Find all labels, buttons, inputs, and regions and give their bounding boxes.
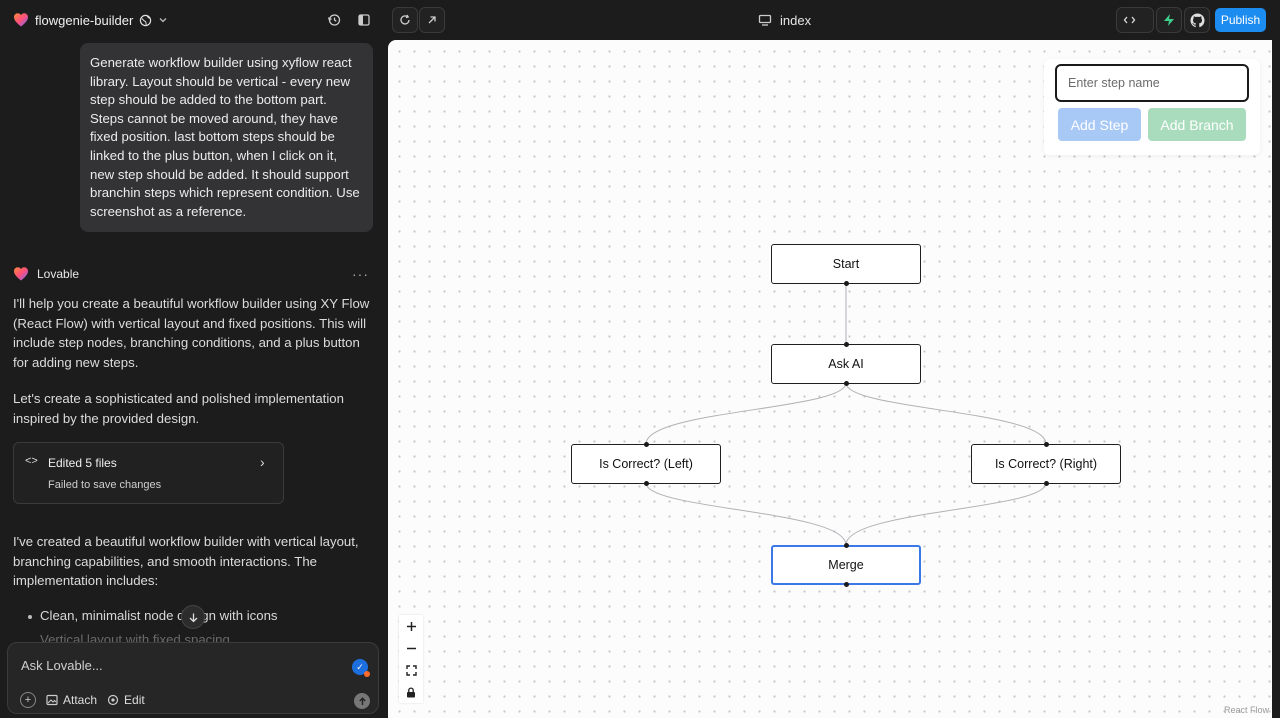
toggle-sidebar-button[interactable] <box>353 9 375 31</box>
edited-files-status: Failed to save changes <box>48 479 162 491</box>
node-label: Is Correct? (Left) <box>599 457 693 471</box>
node-merge[interactable]: Merge <box>771 543 921 587</box>
code-icon <box>1123 16 1136 24</box>
node-is-correct-right[interactable]: Is Correct? (Right) <box>971 442 1121 486</box>
list-item: Clean, minimalist node design with icons <box>28 608 278 623</box>
supabase-button[interactable] <box>1156 7 1182 33</box>
fit-view-icon <box>405 664 417 676</box>
project-name: flowgenie-builder <box>35 12 134 28</box>
node-label: Merge <box>828 558 864 572</box>
flow-controls <box>399 615 423 703</box>
code-view-toggle[interactable] <box>1116 7 1154 33</box>
add-icon[interactable]: + <box>20 692 36 708</box>
source-handle[interactable] <box>844 582 849 587</box>
toggle-interactivity-button[interactable] <box>399 681 423 703</box>
flow-canvas[interactable]: Start Ask AI Is Correct? (Left) Is Corre… <box>388 40 1272 718</box>
edit-button[interactable]: Edit <box>107 693 145 707</box>
edited-files-card[interactable]: <> Edited 5 files Failed to save changes… <box>13 442 284 504</box>
assistant-paragraph-1: I'll help you create a beautiful workflo… <box>13 296 370 370</box>
plus-icon <box>406 621 416 631</box>
chevron-right-icon: › <box>260 454 265 470</box>
arrow-down-icon <box>189 613 197 622</box>
code-icon: <> <box>25 455 38 467</box>
status-check-icon[interactable]: ✓ <box>352 659 370 677</box>
chat-composer: ✓ + Attach Edit <box>7 642 379 714</box>
publish-button[interactable]: Publish <box>1215 8 1266 32</box>
source-handle[interactable] <box>844 281 849 286</box>
top-bar: flowgenie-builder index Publish <box>0 0 1280 40</box>
react-flow-attribution[interactable]: React Flow <box>1223 705 1269 715</box>
node-label: Ask AI <box>828 357 864 371</box>
monitor-icon <box>758 14 772 26</box>
minus-icon <box>406 647 416 649</box>
add-branch-button[interactable]: Add Branch <box>1148 108 1246 141</box>
source-handle[interactable] <box>644 481 649 486</box>
edge-askai-left <box>645 382 847 445</box>
history-button[interactable] <box>323 9 345 31</box>
zoom-in-button[interactable] <box>399 615 423 637</box>
fit-view-button[interactable] <box>399 659 423 681</box>
target-handle[interactable] <box>1044 442 1049 447</box>
image-icon <box>46 694 58 706</box>
edge-right-merge <box>845 482 1047 546</box>
add-step-button[interactable]: Add Step <box>1058 108 1141 141</box>
node-label: Is Correct? (Right) <box>994 457 1098 471</box>
user-message: Generate workflow builder using xyflow r… <box>80 43 373 233</box>
edges-layer <box>645 283 1047 546</box>
assistant-paragraph-2: Let's create a sophisticated and polishe… <box>13 391 344 426</box>
node-is-correct-left[interactable]: Is Correct? (Left) <box>571 442 721 486</box>
chat-input[interactable] <box>21 655 321 675</box>
globe-icon <box>140 14 152 26</box>
refresh-button[interactable] <box>392 7 418 33</box>
assistant-name: Lovable <box>37 267 80 281</box>
chat-panel: Generate workflow builder using xyflow r… <box>0 40 386 718</box>
github-button[interactable] <box>1184 7 1210 33</box>
lock-icon <box>407 686 415 697</box>
node-label: Start <box>832 257 860 271</box>
lovable-logo-icon <box>14 13 28 27</box>
sidebar-icon <box>358 14 370 26</box>
github-icon <box>1189 12 1205 27</box>
chevron-down-icon <box>159 18 167 23</box>
zoom-out-button[interactable] <box>399 637 423 659</box>
target-handle[interactable] <box>844 543 849 548</box>
target-handle[interactable] <box>844 342 849 347</box>
page-name: index <box>780 12 812 28</box>
assistant-paragraph-3: I've created a beautiful workflow builde… <box>13 534 359 589</box>
source-handle[interactable] <box>1044 481 1049 486</box>
arrow-up-right-icon <box>428 16 436 24</box>
attach-label: Attach <box>63 693 98 707</box>
edit-label: Edit <box>124 693 145 707</box>
add-step-panel: Add Step Add Branch <box>1044 59 1260 155</box>
edited-files-title: Edited 5 files <box>48 456 117 470</box>
more-options-icon[interactable]: ··· <box>352 266 369 282</box>
send-button[interactable] <box>354 693 370 709</box>
source-handle[interactable] <box>844 381 849 386</box>
step-name-input[interactable] <box>1055 64 1249 102</box>
edge-left-merge <box>645 482 847 546</box>
arrow-up-icon <box>358 696 366 705</box>
refresh-icon <box>400 14 410 25</box>
scroll-to-bottom-button[interactable] <box>181 605 205 629</box>
target-handle[interactable] <box>644 442 649 447</box>
page-selector[interactable]: index <box>758 10 811 30</box>
project-menu[interactable]: flowgenie-builder <box>13 10 168 30</box>
supabase-bolt-icon <box>1164 14 1174 26</box>
open-external-button[interactable] <box>419 7 445 33</box>
composer-toolbar: + Attach Edit <box>20 692 145 708</box>
node-start[interactable]: Start <box>771 244 921 286</box>
assistant-header: Lovable <box>13 266 79 282</box>
node-ask-ai[interactable]: Ask AI <box>771 342 921 386</box>
attach-button[interactable]: Attach <box>46 693 97 707</box>
edge-askai-right <box>845 382 1047 445</box>
target-icon <box>107 694 119 706</box>
lovable-logo-icon <box>14 267 28 281</box>
history-icon <box>327 14 341 26</box>
